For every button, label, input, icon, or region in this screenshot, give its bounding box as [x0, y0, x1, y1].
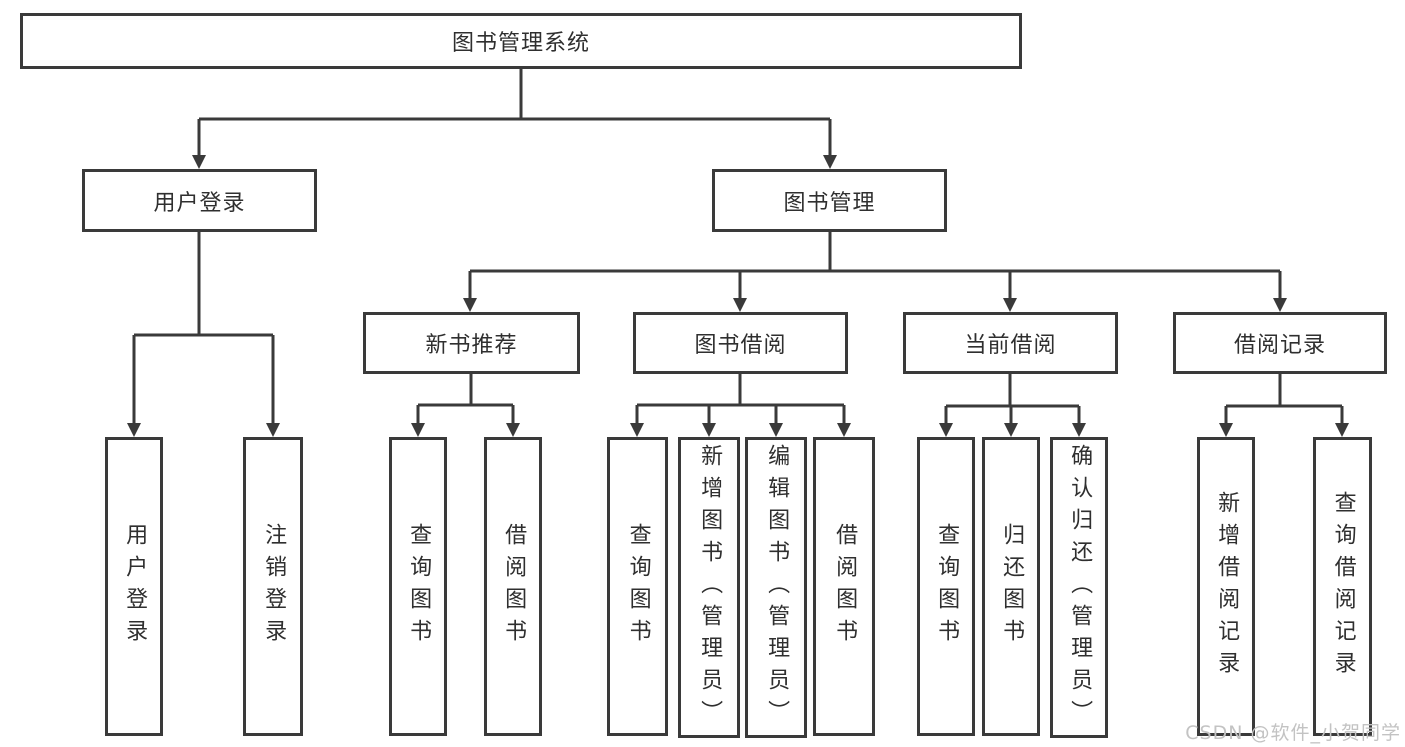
leaf-add-borrow-record: 新增借阅记录 — [1197, 437, 1255, 736]
arrowhead-down-icon — [411, 423, 425, 437]
leaf-return-books: 归还图书 — [982, 437, 1040, 736]
arrowhead-down-icon — [769, 423, 783, 437]
arrowhead-down-icon — [266, 423, 280, 437]
connector-book-management-branch — [468, 232, 1282, 299]
leaf-query-books-recommend: 查询图书 — [389, 437, 447, 736]
node-borrowing-records: 借阅记录 — [1173, 312, 1387, 374]
node-book-management: 图书管理 — [712, 169, 947, 232]
connector-borrow-records-branch — [1224, 374, 1344, 424]
arrowhead-down-icon — [1335, 423, 1349, 437]
node-label: 查询图书 — [625, 522, 651, 651]
node-book-borrowing: 图书借阅 — [633, 312, 848, 374]
node-label: 借阅记录 — [1233, 333, 1326, 358]
node-label: 新增图书（管理员） — [697, 443, 723, 732]
node-user-login-branch: 用户登录 — [82, 169, 317, 232]
arrowhead-down-icon — [1273, 298, 1287, 312]
node-new-book-recommend: 新书推荐 — [363, 312, 580, 374]
leaf-add-book-admin: 新增图书（管理员） — [678, 437, 740, 738]
arrowhead-down-icon — [823, 155, 837, 169]
arrowhead-down-icon — [939, 423, 953, 437]
arrowhead-down-icon — [702, 423, 716, 437]
node-label: 用户登录 — [153, 190, 246, 216]
node-label: 图书管理 — [783, 190, 876, 216]
arrowhead-down-icon — [1003, 298, 1017, 312]
node-label: 借阅图书 — [832, 522, 858, 651]
arrowhead-down-icon — [506, 423, 520, 437]
node-root-system: 图书管理系统 — [20, 13, 1022, 69]
leaf-user-login: 用户登录 — [105, 437, 163, 736]
leaf-query-books-borrowing: 查询图书 — [607, 437, 668, 736]
arrowhead-down-icon — [1219, 423, 1233, 437]
arrowhead-down-icon — [837, 423, 851, 437]
leaf-query-books-current: 查询图书 — [917, 437, 975, 736]
node-label: 确认归还（管理员） — [1067, 443, 1093, 732]
connector-book-borrow-branch — [635, 374, 846, 424]
node-label: 图书借阅 — [694, 333, 787, 358]
node-label: 归还图书 — [999, 522, 1025, 651]
connector-new-book-branch — [416, 374, 515, 424]
arrowhead-down-icon — [630, 423, 644, 437]
arrowhead-down-icon — [733, 298, 747, 312]
node-label: 新书推荐 — [425, 333, 518, 358]
node-current-borrowing: 当前借阅 — [903, 312, 1118, 374]
arrowhead-down-icon — [463, 298, 477, 312]
connector-root-to-level2 — [197, 67, 832, 156]
leaf-query-borrow-record: 查询借阅记录 — [1313, 437, 1372, 736]
node-label: 查询图书 — [934, 522, 960, 651]
arrowhead-down-icon — [127, 423, 141, 437]
arrowhead-down-icon — [1004, 423, 1018, 437]
node-label: 查询借阅记录 — [1330, 490, 1356, 683]
node-label: 查询图书 — [406, 522, 432, 651]
node-label: 用户登录 — [122, 522, 148, 651]
leaf-confirm-return-admin: 确认归还（管理员） — [1050, 437, 1108, 738]
arrowhead-down-icon — [192, 155, 206, 169]
arrowhead-down-icon — [1072, 423, 1086, 437]
node-label: 新增借阅记录 — [1214, 490, 1240, 683]
node-label: 注销登录 — [261, 522, 287, 651]
node-label: 编辑图书（管理员） — [764, 443, 790, 732]
node-label: 借阅图书 — [501, 522, 527, 651]
leaf-edit-book-admin: 编辑图书（管理员） — [745, 437, 807, 738]
watermark: CSDN @软件_小贺同学 — [1185, 722, 1401, 744]
node-label: 图书管理系统 — [451, 31, 590, 56]
connector-current-borrow-branch — [944, 374, 1081, 424]
connector-user-login-branch — [132, 232, 275, 424]
leaf-borrow-books-borrowing: 借阅图书 — [813, 437, 875, 736]
leaf-logout: 注销登录 — [243, 437, 303, 736]
node-label: 当前借阅 — [964, 333, 1057, 358]
leaf-borrow-books-recommend: 借阅图书 — [484, 437, 542, 736]
